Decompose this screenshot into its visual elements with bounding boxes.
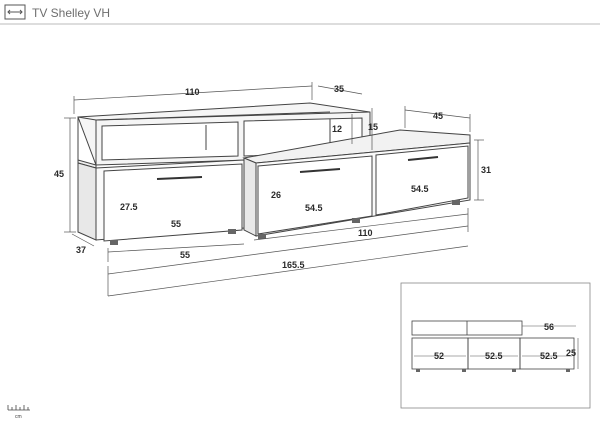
dim-total-width: 165.5 <box>282 260 305 270</box>
ruler-icon <box>4 4 26 20</box>
dim-drawer-width-left: 55 <box>171 219 181 229</box>
scale-unit-label: cm <box>15 414 22 420</box>
dim-drawer-width-right: 54.5 <box>411 184 429 194</box>
scale-ruler-icon <box>7 405 30 411</box>
header-bar: TV Shelley VH <box>0 0 600 24</box>
dim-drawer-height-mid: 26 <box>271 190 281 200</box>
dim-base-left: 55 <box>180 250 190 260</box>
inset-dim-top-right: 56 <box>544 322 554 332</box>
dim-base-right: 110 <box>358 228 373 238</box>
dim-right-height: 31 <box>481 165 491 175</box>
dim-total-height: 45 <box>54 169 64 179</box>
dim-top-width: 110 <box>185 87 200 97</box>
dimension-lines <box>64 82 484 297</box>
main-furniture <box>77 102 471 245</box>
inset-dim-bottom-3: 52.5 <box>540 351 558 361</box>
dim-drawer-height-left: 27.5 <box>120 202 138 212</box>
dim-drawer-width-mid: 54.5 <box>305 203 323 213</box>
inset-dim-height: 25 <box>566 348 576 358</box>
dim-right-depth: 45 <box>433 111 443 121</box>
dim-depth-bottom: 37 <box>76 245 86 255</box>
page-title: TV Shelley VH <box>32 6 111 20</box>
dim-step-height: 15 <box>368 122 378 132</box>
inset-dim-bottom-2: 52.5 <box>485 351 503 361</box>
dim-shelf-height: 12 <box>332 124 342 134</box>
inset-dim-bottom-1: 52 <box>434 351 444 361</box>
dim-top-depth: 35 <box>334 84 344 94</box>
inset-front-view <box>400 282 591 409</box>
